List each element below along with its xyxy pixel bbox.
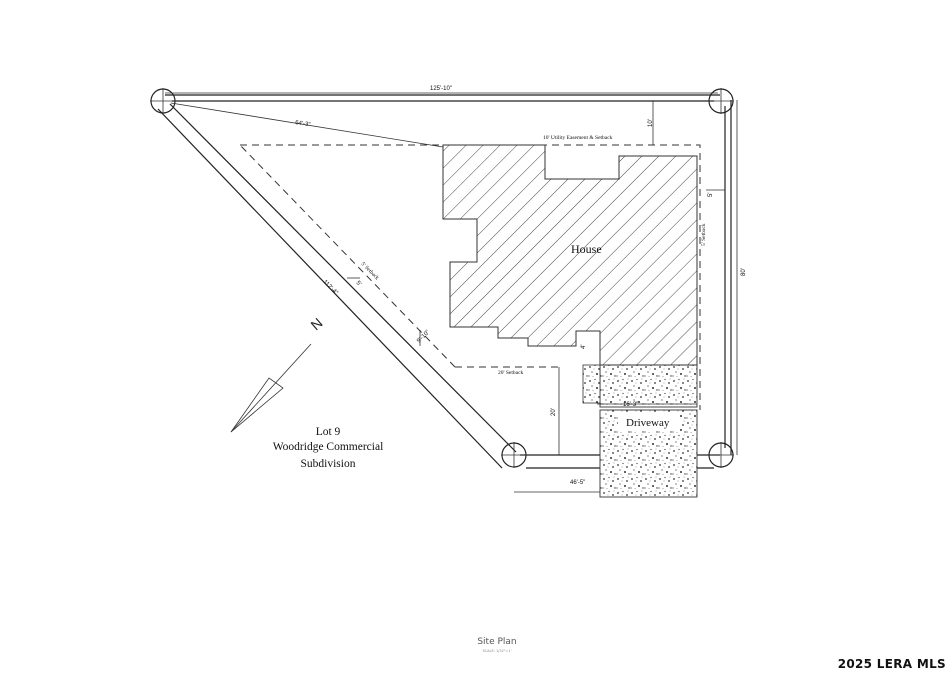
dimension-lines: [165, 92, 738, 493]
dim-right-setback: 5': [708, 193, 714, 197]
drawing-title: Site Plan: [477, 637, 516, 647]
north-label: N: [307, 315, 325, 334]
house-footprint: [442, 144, 698, 366]
dim-front: 20': [551, 408, 557, 416]
dim-driveway-width: 16'-3": [623, 402, 638, 408]
dim-walk-width: 4': [581, 345, 587, 349]
dim-easement-depth: 10': [648, 119, 654, 127]
dim-bottom: 46'-5": [570, 480, 585, 486]
corner-pins: [150, 88, 734, 468]
dim-left-diagonal: 112'-4": [322, 279, 339, 296]
setback-line: [239, 144, 701, 410]
mls-watermark: 2025 LERA MLS: [837, 657, 946, 671]
dim-front-setback: 9'-10": [416, 329, 431, 344]
lot-label-line3: Subdivision: [301, 458, 356, 470]
driveway-label: Driveway: [626, 417, 670, 429]
north-arrow: N: [230, 315, 326, 433]
dim-left-setback: 5': [355, 280, 362, 287]
house-label: House: [571, 242, 602, 256]
lot-label-line1: Lot 9: [316, 426, 341, 438]
lot-label-line2: Woodridge Commercial: [273, 441, 384, 453]
dim-diagonal-top: 64'-3": [295, 120, 311, 128]
dim-top: 125'-10": [430, 86, 452, 92]
note-easement: 10' Utility Easement & Setback: [543, 135, 613, 141]
note-right-setback: 5' Setback: [701, 223, 707, 246]
driveway: [582, 364, 698, 498]
note-front-setback: 20' Setback: [498, 370, 524, 376]
drawing-scale: SCALE: 1/32"=1': [482, 649, 511, 653]
dim-right: 80': [741, 268, 747, 276]
